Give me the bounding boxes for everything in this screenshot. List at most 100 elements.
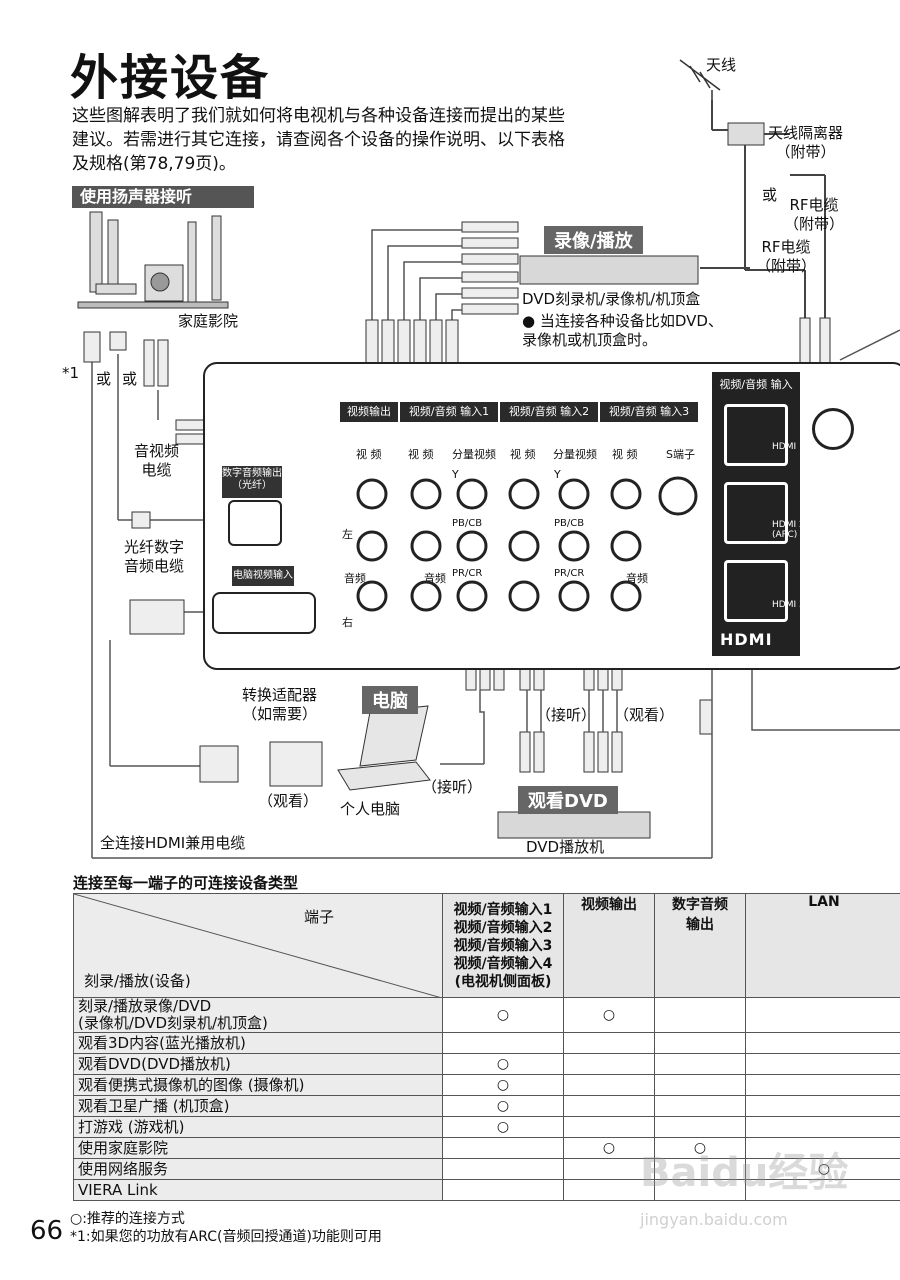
hdmi-3-label: HDMI 3 [772, 600, 805, 610]
col-header-digital-audio: 数字音频 输出 [654, 893, 746, 998]
dvd-player-icon [497, 811, 651, 839]
page-number: 66 [30, 1216, 64, 1246]
cell-c4 [745, 1032, 900, 1054]
col-header-video-out: 视频输出 [563, 893, 655, 998]
row-label: VIERA Link [73, 1179, 443, 1201]
cell-c3 [654, 1074, 746, 1096]
port-audio-label-1: 音频 [344, 572, 366, 585]
pc-tag: 电脑 [362, 686, 418, 714]
vga-port [212, 592, 316, 634]
recorder-desc: DVD刻录机/录像机/机顶盒 [522, 290, 701, 308]
intro-text: 这些图解表明了我们就如何将电视机与各种设备连接而提出的某些建议。若需进行其它连接… [72, 106, 565, 174]
rf-cable-label-1: RF电缆 （附带） [784, 196, 845, 233]
hdmi-1-label: HDMI 1 [772, 442, 805, 452]
table-row: 刻录/播放录像/DVD (录像机/DVD刻录机/机顶盒)○○ [73, 997, 900, 1033]
av-cable-label: 音视频 电缆 [134, 442, 180, 479]
adapter-label: 转换适配器 （如需要） [242, 686, 318, 723]
watch-label-2: （观看） [614, 706, 675, 724]
table-body: 刻录/播放录像/DVD (录像机/DVD刻录机/机顶盒)○○观看3D内容(蓝光播… [73, 997, 900, 1201]
port-pr-label-1: PR/CR [452, 568, 483, 579]
port-pr-label-2: PR/CR [554, 568, 585, 579]
cell-c4 [745, 1116, 900, 1138]
row-label: 观看DVD(DVD播放机) [73, 1053, 443, 1075]
port-video-label-2: 视 频 [408, 448, 434, 461]
port-right-label: 右 [342, 616, 353, 629]
note-arc: *1:如果您的功放有ARC(音频回授通道)功能则可用 [70, 1229, 382, 1245]
recorder-note: ● 当连接各种设备比如DVD、 录像机或机顶盒时。 [522, 312, 723, 349]
or-label-3: 或 [762, 186, 778, 204]
port-component-label-2: 分量视频 [553, 448, 597, 461]
cell-c1: ○ [442, 1053, 564, 1075]
port-component-label-1: 分量视频 [452, 448, 496, 461]
cell-c1: ○ [442, 1074, 564, 1096]
watch-label-1: （观看） [258, 792, 319, 810]
table-row: 使用家庭影院○○ [73, 1137, 900, 1159]
cell-c3 [654, 1095, 746, 1117]
antenna-isolator-label: 天线隔离器 （附带） [768, 124, 844, 161]
home-theater-icon [77, 211, 229, 309]
row-label: 使用网络服务 [73, 1158, 443, 1180]
cell-c2 [563, 1032, 655, 1054]
hdmi-1-port [724, 404, 788, 466]
port-video-label-1: 视 频 [356, 448, 382, 461]
port-video-label-4: 视 频 [612, 448, 638, 461]
note-recommend: ○:推荐的连接方式 [70, 1211, 185, 1227]
cell-c3 [654, 1053, 746, 1075]
hdmi-2-port [724, 482, 788, 544]
group-input-3: 视频/音频 输入3 [600, 402, 698, 422]
table-row: 使用网络服务○ [73, 1158, 900, 1180]
recorder-icon [519, 255, 699, 285]
corner-bottom-label: 刻录/播放(设备) [84, 972, 191, 990]
row-label: 观看卫星广播 (机顶盒) [73, 1095, 443, 1117]
cell-c1 [442, 1179, 564, 1201]
col-header-lan: LAN [745, 893, 900, 998]
listen-label-2: （接听） [536, 706, 597, 724]
table-row: 观看3D内容(蓝光播放机) [73, 1032, 900, 1054]
row-label: 观看便携式摄像机的图像 (摄像机) [73, 1074, 443, 1096]
cell-c3 [654, 997, 746, 1033]
table-title: 连接至每一端子的可连接设备类型 [73, 874, 299, 892]
cell-c1: ○ [442, 997, 564, 1033]
row-label: 打游戏 (游戏机) [73, 1116, 443, 1138]
hdmi-3-port [724, 560, 788, 622]
footer-notes: ○:推荐的连接方式 *1:如果您的功放有ARC(音频回授通道)功能则可用 [70, 1210, 382, 1246]
laptop-icon [337, 705, 431, 791]
port-pb-label-1: PB/CB [452, 518, 483, 529]
optical-port [228, 500, 282, 546]
cell-c4 [745, 1179, 900, 1201]
port-s-label: S端子 [666, 448, 695, 461]
antenna-icon [679, 59, 721, 100]
input-group-headers: 视频输出 视频/音频 输入1 视频/音频 输入2 视频/音频 输入3 [340, 402, 700, 422]
group-video-out: 视频输出 [340, 402, 398, 422]
port-left-label: 左 [342, 528, 353, 541]
antenna-port [812, 408, 854, 450]
port-sockets [356, 476, 698, 612]
pc-in-label: 电脑视频输入 [232, 566, 294, 586]
row-label: 刻录/播放录像/DVD (录像机/DVD刻录机/机顶盒) [73, 997, 443, 1033]
cell-c4 [745, 1053, 900, 1075]
port-y-label-1: Y [452, 468, 459, 481]
cell-c2 [563, 1095, 655, 1117]
cell-c1 [442, 1158, 564, 1180]
cell-c3 [654, 1032, 746, 1054]
hdmi-2-label: HDMI 2 (ARC) [772, 520, 805, 540]
or-label-2: 或 [122, 370, 138, 388]
optical-cable-label: 光纤数字 音频电缆 [124, 538, 185, 575]
dvd-player-label: DVD播放机 [526, 838, 605, 856]
cell-c4 [745, 997, 900, 1033]
table-row: VIERA Link [73, 1179, 900, 1201]
dvd-tag: 观看DVD [518, 786, 618, 814]
cell-c1 [442, 1032, 564, 1054]
table-corner: 端子 刻录/播放(设备) [73, 893, 443, 998]
cell-c4 [745, 1095, 900, 1117]
section-speakers: 使用扬声器接听 [72, 186, 254, 208]
cell-c1: ○ [442, 1095, 564, 1117]
table-row: 观看便携式摄像机的图像 (摄像机)○ [73, 1074, 900, 1096]
port-y-label-2: Y [554, 468, 561, 481]
col-header-av-inputs: 视频/音频输入1 视频/音频输入2 视频/音频输入3 视频/音频输入4 (电视机… [442, 893, 564, 998]
port-video-label-3: 视 频 [510, 448, 536, 461]
or-label-1: 或 [96, 370, 112, 388]
port-pb-label-2: PB/CB [554, 518, 585, 529]
isolator-icon [727, 122, 765, 146]
personal-pc-label: 个人电脑 [340, 800, 401, 818]
